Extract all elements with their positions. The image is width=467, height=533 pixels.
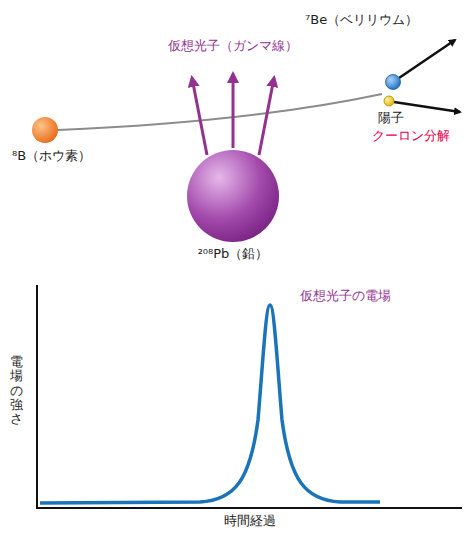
photon-arrow	[192, 78, 207, 155]
boron-ball	[32, 117, 58, 143]
axis-title: 電場の強さ	[10, 355, 23, 426]
beryllium-ball	[386, 75, 401, 90]
lead-ball	[187, 150, 279, 242]
photon-arrow	[259, 78, 274, 155]
particle-label: 陽子	[378, 110, 404, 126]
y-axis	[36, 285, 38, 509]
field-curve	[40, 305, 380, 503]
isotope-label: ⁷Be（ベリリウム）	[305, 12, 418, 28]
proton-ball	[384, 96, 394, 106]
x-axis	[36, 507, 462, 509]
photon-arrow	[232, 74, 235, 148]
axis-title: 時間経過	[224, 513, 276, 529]
photon-label: 仮想光子（ガンマ線）	[168, 38, 298, 54]
curve-label: 仮想光子の電場	[300, 288, 391, 304]
be-arrow	[399, 40, 455, 78]
trajectory	[58, 94, 382, 130]
isotope-label: ²⁰⁸Pb（鉛）	[198, 246, 269, 262]
isotope-label: ⁸B（ホウ素）	[12, 148, 91, 164]
process-label: クーロン分解	[372, 128, 450, 144]
